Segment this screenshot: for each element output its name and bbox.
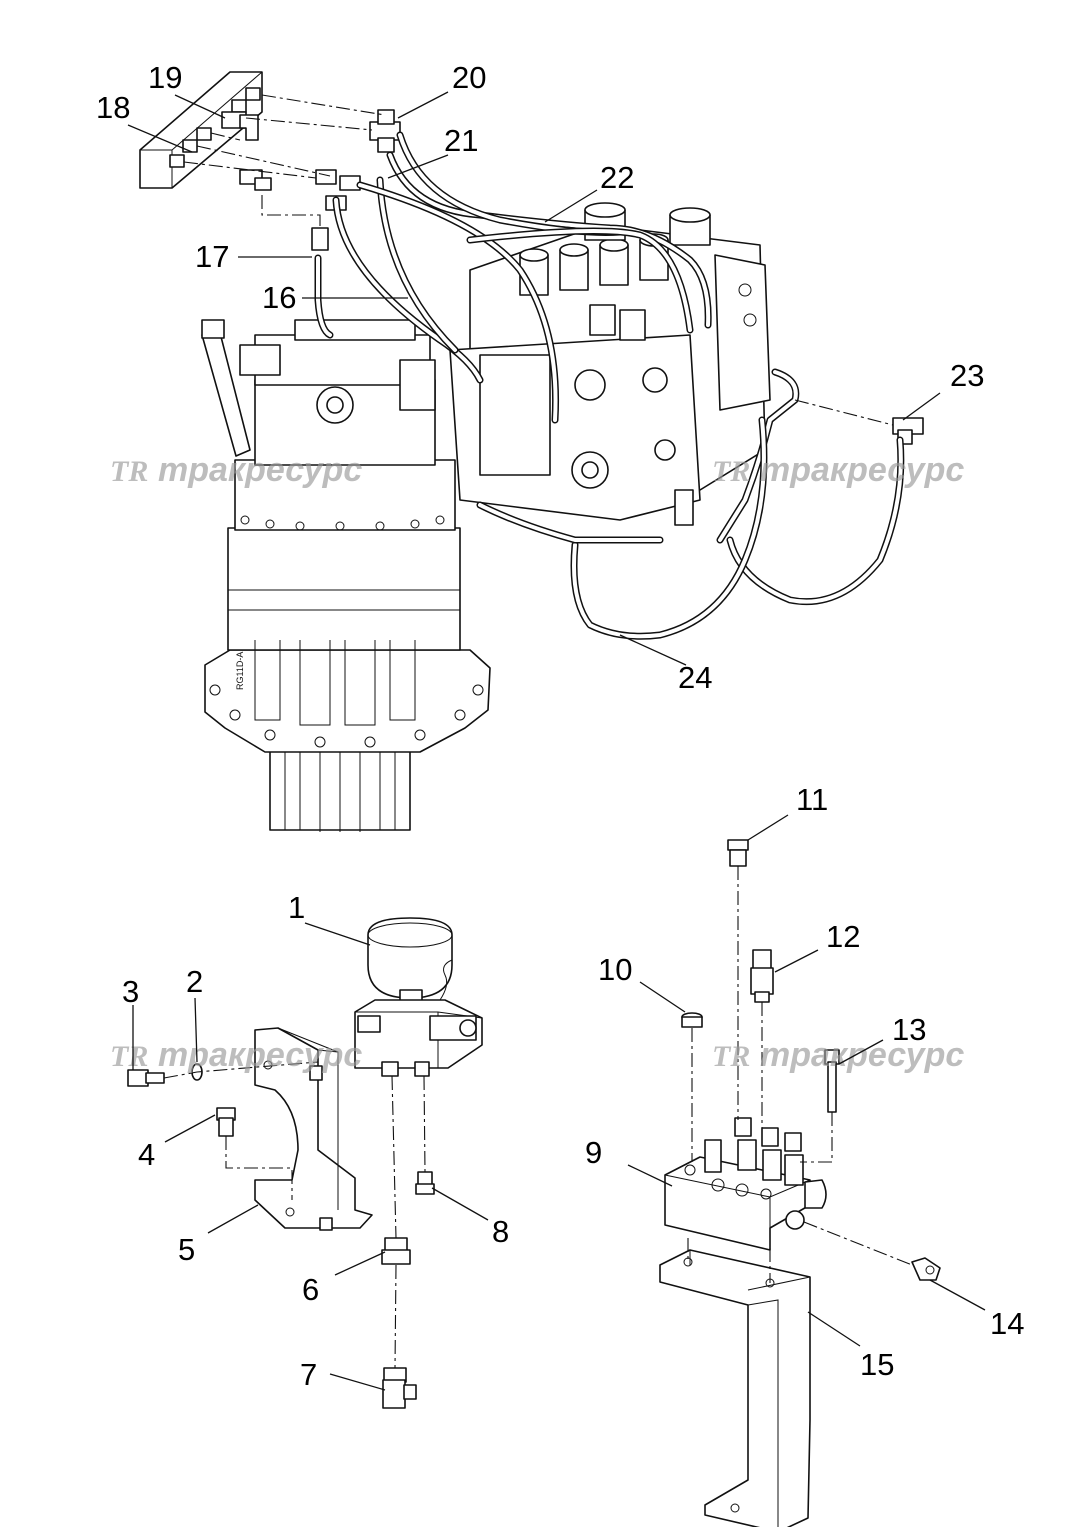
callout-24: 24 <box>678 660 712 695</box>
callout-8: 8 <box>492 1214 509 1249</box>
brake-bolts <box>240 515 445 531</box>
upper-assembly-lines <box>183 94 894 426</box>
elbow-fitting-19 <box>221 111 259 141</box>
accumulator-1 <box>367 917 453 1007</box>
callout-3: 3 <box>122 974 139 1009</box>
bolt-4 <box>216 1107 236 1137</box>
watermark-text: тракресурс <box>158 1036 362 1074</box>
watermark-text: тракресурс <box>760 1036 964 1074</box>
callout-20: 20 <box>452 60 486 95</box>
housing-ribs <box>254 640 416 726</box>
callout-14: 14 <box>990 1306 1024 1341</box>
watermark-logo: TR <box>712 455 750 488</box>
callout-22: 22 <box>600 160 634 195</box>
callout-4: 4 <box>138 1137 155 1172</box>
callout-11: 11 <box>796 782 828 817</box>
tee-fitting-20 <box>369 109 401 153</box>
fitting-6 <box>381 1237 411 1265</box>
callout-18: 18 <box>96 90 130 125</box>
callout-16: 16 <box>262 280 296 315</box>
callout-labels: 19 18 20 21 22 17 16 23 24 1 2 3 4 5 6 7… <box>96 60 1024 1392</box>
watermark-right-top: TR тракресурс <box>712 451 964 489</box>
watermark-logo: TR <box>110 1040 148 1073</box>
watermark-text: тракресурс <box>158 451 362 489</box>
flange-bolt-holes <box>209 684 484 748</box>
callout-2: 2 <box>186 964 203 999</box>
watermark-left-top: TR тракресурс <box>110 451 362 489</box>
fitting-8 <box>415 1171 435 1195</box>
bracket-5 <box>254 1027 373 1231</box>
callout-6: 6 <box>302 1272 319 1307</box>
pressure-switch-12 <box>750 949 774 1003</box>
callout-9: 9 <box>585 1135 602 1170</box>
lower-left-assembly-lines <box>163 1061 426 1369</box>
bracket-15 <box>659 1249 811 1527</box>
watermark-text: тракресурс <box>760 451 964 489</box>
callout-23: 23 <box>950 358 984 393</box>
callout-1: 1 <box>288 890 305 925</box>
main-control-valve <box>449 202 771 526</box>
callout-10: 10 <box>598 952 632 987</box>
watermark-left-bottom: TR тракресурс <box>110 1036 362 1074</box>
fitting-11 <box>727 839 749 867</box>
lower-right-assembly-lines <box>687 866 913 1283</box>
part-marking: RG11D-A <box>235 652 245 690</box>
callout-13: 13 <box>892 1012 926 1047</box>
callout-21: 21 <box>444 123 478 158</box>
watermark-right-bottom: TR тракресурс <box>712 1036 964 1074</box>
valve-block-1 <box>354 959 483 1077</box>
elbow-14 <box>911 1257 941 1281</box>
callout-15: 15 <box>860 1347 894 1382</box>
callout-12: 12 <box>826 919 860 954</box>
manifold-block-18 <box>139 71 263 189</box>
swing-motor-assembly: RG11D-A <box>201 319 491 832</box>
callout-5: 5 <box>178 1232 195 1267</box>
bolt-3 <box>127 1069 165 1087</box>
hose-lines <box>314 131 905 640</box>
callout-17: 17 <box>195 239 229 274</box>
pinion-gear <box>269 739 411 832</box>
motor-flange <box>204 649 491 753</box>
watermark-logo: TR <box>712 1040 750 1073</box>
leader-lines <box>127 91 986 1391</box>
callout-7: 7 <box>300 1357 317 1392</box>
manifold-9 <box>664 1117 827 1251</box>
plug-10 <box>681 1012 703 1028</box>
valve-7 <box>382 1367 417 1409</box>
tee-fitting-17-top <box>239 169 272 191</box>
watermark-logo: TR <box>110 455 148 488</box>
callout-19: 19 <box>148 60 182 95</box>
